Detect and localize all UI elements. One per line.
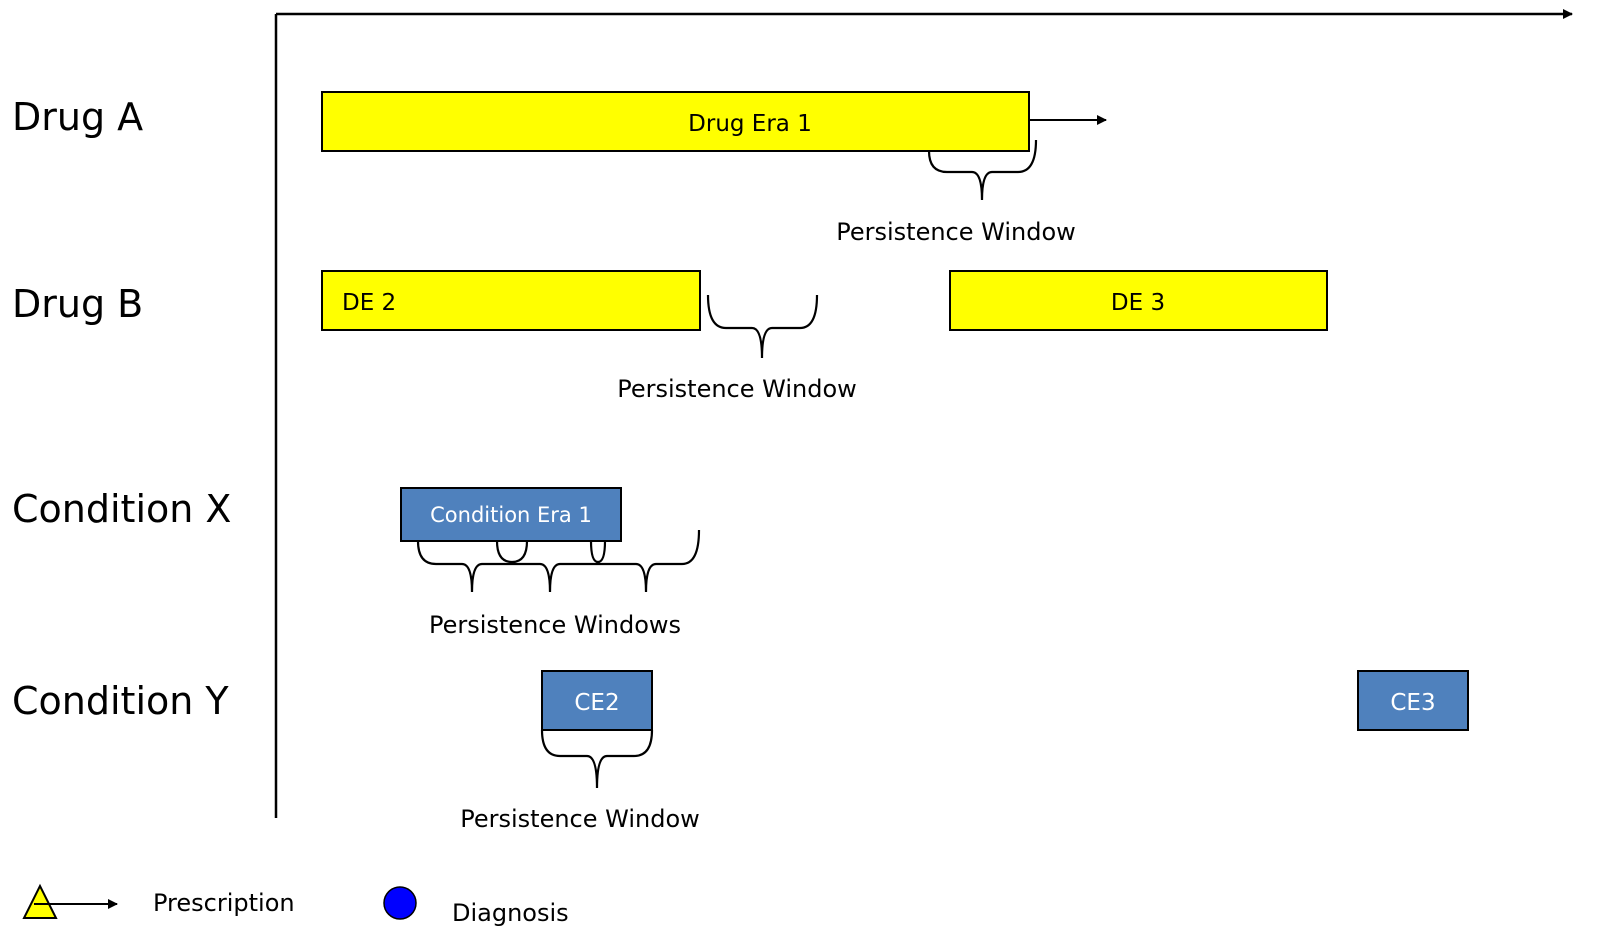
legend-prescription-label: Prescription	[153, 889, 295, 917]
row-label-condition-y: Condition Y	[12, 679, 229, 723]
diagnosis-circle-icon	[383, 886, 417, 920]
condition-y-persistence-brace	[540, 729, 654, 789]
ce2-bar	[541, 670, 653, 731]
drug-a-persistence-brace	[927, 139, 1038, 201]
row-label-condition-x: Condition X	[12, 487, 231, 531]
legend-diagnosis-label: Diagnosis	[452, 899, 569, 927]
drug-b-persistence-brace	[706, 294, 819, 359]
ce2-label: CE2	[574, 690, 619, 716]
row-label-drug-a: Drug A	[12, 95, 143, 139]
drug-era-1-bar	[321, 91, 1030, 152]
de-3-label: DE 3	[1111, 290, 1165, 316]
ce3-label: CE3	[1390, 690, 1435, 716]
condition-x-persistence-label: Persistence Windows	[429, 611, 681, 639]
drug-b-persistence-label: Persistence Window	[617, 375, 857, 403]
condition-x-overlap-brace-2	[589, 540, 607, 564]
condition-y-persistence-label: Persistence Window	[460, 805, 700, 833]
de-3-bar	[949, 270, 1328, 331]
drug-era-1-label: Drug Era 1	[688, 111, 812, 137]
prescription-triangle-icon	[22, 883, 58, 919]
drug-a-persistence-label: Persistence Window	[836, 218, 1076, 246]
condition-era-1-label: Condition Era 1	[430, 503, 592, 527]
condition-x-persistence-brace	[416, 529, 701, 593]
condition-x-overlap-brace-1	[495, 540, 529, 564]
row-label-drug-b: Drug B	[12, 282, 143, 326]
de-2-label: DE 2	[342, 290, 396, 316]
condition-era-1-bar	[400, 487, 622, 542]
ce3-bar	[1357, 670, 1469, 731]
de-2-bar	[321, 270, 701, 331]
